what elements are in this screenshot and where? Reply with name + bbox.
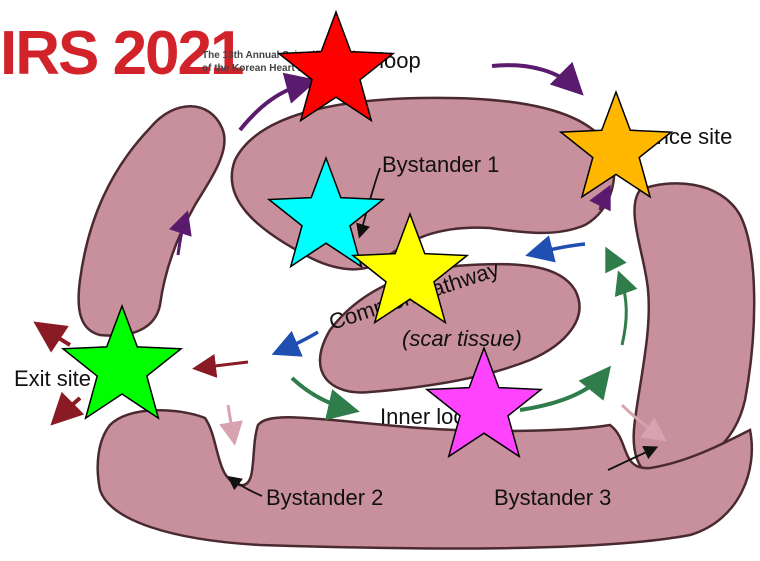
purple-arrow-outer-right <box>492 65 578 90</box>
label-bystander-1: Bystander 1 <box>382 152 499 177</box>
label-scar-tissue: (scar tissue) <box>402 326 522 351</box>
label-bystander-2: Bystander 2 <box>266 485 383 510</box>
pink-arrow-bystander2 <box>228 405 234 440</box>
blue-arrow-common <box>532 244 585 254</box>
scar-top-center <box>232 98 614 269</box>
darkred-arrow-exit-up <box>40 326 70 345</box>
blue-arrow-common-lower <box>278 332 318 352</box>
green-star-marker <box>63 306 181 418</box>
green-arrow-right-top <box>608 252 612 266</box>
darkred-arrow-exit-down <box>56 398 80 420</box>
label-bystander-3: Bystander 3 <box>494 485 611 510</box>
scar-top-left <box>79 106 225 335</box>
darkred-arrow-to-exit <box>198 362 248 368</box>
green-arrow-right-up <box>620 276 626 345</box>
label-exit-site: Exit site <box>14 366 91 391</box>
